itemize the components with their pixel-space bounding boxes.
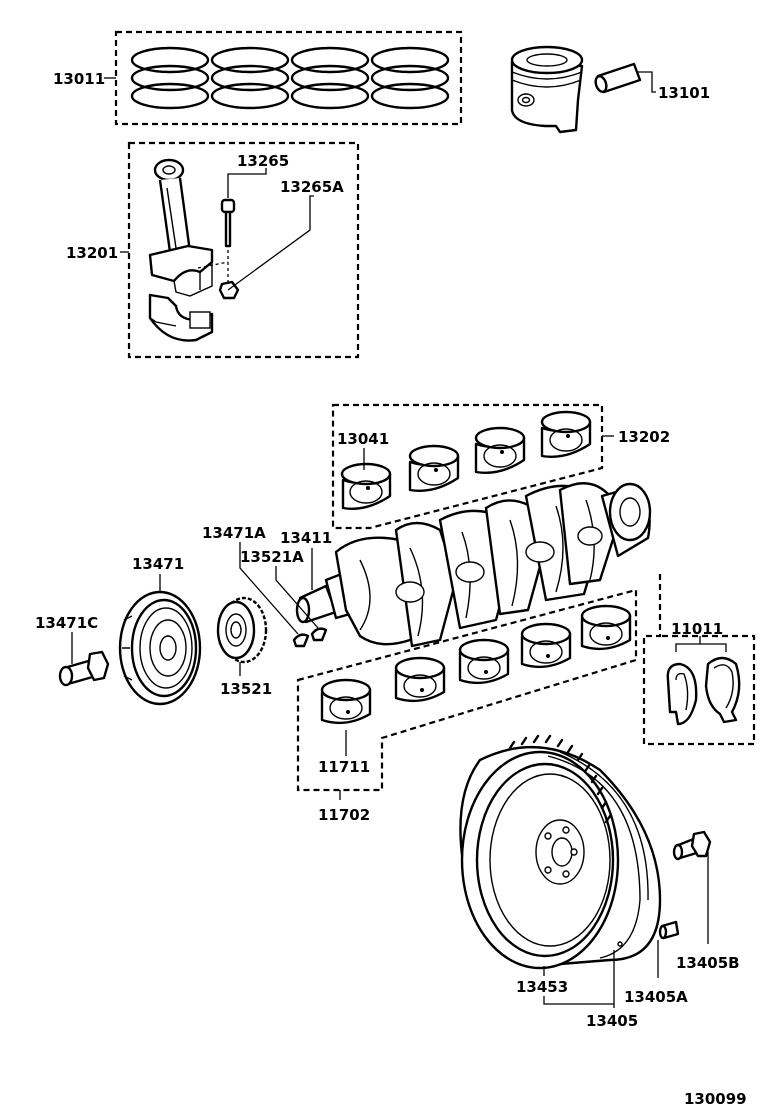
label-13411: 13411 — [280, 529, 332, 547]
label-13101: 13101 — [658, 84, 710, 102]
lower-bearing-shell-5 — [580, 604, 632, 651]
upper-bearing-shell-3 — [474, 426, 526, 474]
crankshaft-timing-sprocket: 13521 — [216, 596, 272, 698]
piston-ring-set: 13011 — [53, 30, 463, 126]
crankshaft-pulley: 13471 — [118, 555, 202, 706]
ring-stack-4 — [370, 46, 450, 110]
label-13201: 13201 — [66, 244, 118, 262]
lower-main-bearing-set: 11711 11702 — [296, 588, 638, 824]
thrust-washer-set: 11011 — [642, 574, 756, 746]
label-13405B: 13405B — [676, 954, 740, 972]
label-13471A: 13471A — [202, 524, 266, 542]
ring-stack-1 — [130, 46, 210, 110]
upper-bearing-dashed-box — [331, 403, 604, 530]
upper-main-bearing-set: 13202 13041 — [331, 403, 670, 530]
label-13202: 13202 — [618, 428, 670, 446]
crankshaft-keys: 13471A 13521A — [202, 524, 328, 648]
piston-with-pin: 13101 — [510, 45, 710, 134]
connecting-rod-cap — [148, 293, 214, 342]
connecting-rod-assembly: 13265 13265A 13201 — [66, 141, 360, 359]
crankshaft: 13411 — [280, 482, 652, 648]
lower-bearing-shell-4 — [520, 622, 572, 669]
conrod-bolt — [220, 198, 236, 248]
flywheel-dowel-pin — [658, 920, 680, 940]
label-13521: 13521 — [220, 680, 272, 698]
thrust-washer-dashed-box — [642, 574, 756, 746]
label-13453: 13453 — [516, 978, 568, 996]
flywheel-assembly: 13405B 13405A 13453 13405 — [459, 734, 740, 1030]
upper-bearing-shell-2 — [408, 444, 460, 492]
piston-pin — [594, 62, 642, 94]
label-11711: 11711 — [318, 758, 370, 776]
thrust-washer-2 — [704, 656, 741, 724]
conrod-dashed-box — [127, 141, 360, 359]
flywheel-bolt — [672, 830, 712, 861]
ring-stack-2 — [210, 46, 290, 110]
label-13471: 13471 — [132, 555, 184, 573]
label-13265: 13265 — [237, 152, 289, 170]
pulley-bolt: 13471C — [35, 614, 110, 687]
key-13471A — [292, 633, 310, 648]
figure-code: 130099 — [684, 1090, 747, 1108]
label-13265A: 13265A — [280, 178, 344, 196]
label-11702: 11702 — [318, 806, 370, 824]
label-13521A: 13521A — [240, 548, 304, 566]
bearing-shell-13041 — [340, 462, 392, 510]
upper-bearing-shell-4 — [540, 410, 592, 458]
ring-stack-3 — [290, 46, 370, 110]
bearing-shell-11711 — [320, 678, 372, 725]
lower-bearing-shell-3 — [458, 638, 510, 685]
thrust-washer-1 — [666, 662, 698, 726]
key-13521A — [310, 627, 328, 642]
lower-bearing-shell-2 — [394, 656, 446, 703]
label-11011: 11011 — [671, 620, 723, 638]
label-13471C: 13471C — [35, 614, 98, 632]
label-13405: 13405 — [586, 1012, 638, 1030]
connecting-rod — [148, 158, 214, 297]
label-13041: 13041 — [337, 430, 389, 448]
lower-bearing-dashed-box — [296, 588, 638, 792]
label-13405A: 13405A — [624, 988, 688, 1006]
label-13011: 13011 — [53, 70, 105, 88]
ring-set-dashed-box — [114, 30, 463, 126]
